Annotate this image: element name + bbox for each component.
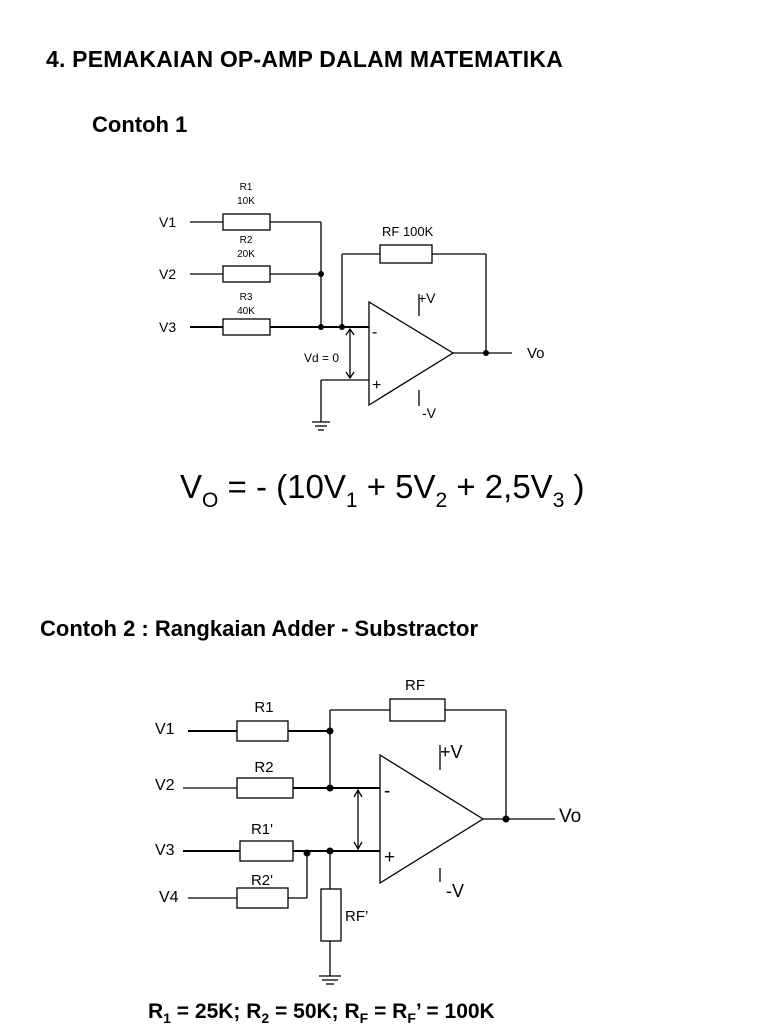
example-1-title: Contoh 1 [92, 112, 188, 137]
formula-1-term: + 5V [357, 468, 436, 505]
formula-2-term: = R [368, 1000, 408, 1023]
input-v3-label-2: V3 [155, 842, 175, 859]
formula-1-term: = - (10V [218, 468, 346, 505]
supply-positive-label-2: +V [440, 742, 463, 762]
formula-2-term: = 25K; R [170, 1000, 262, 1023]
resistor-rf-2 [389, 698, 446, 722]
formula-1-term: + 2,5V [447, 468, 553, 505]
inverting-input-sign-2: - [384, 781, 390, 802]
input-v4-label-2: V4 [159, 889, 179, 906]
formula-1-sub: 2 [435, 489, 448, 512]
resistor-r1-prime [239, 840, 294, 862]
formula-2: R1 = 25K; R2 = 50K; RF = RF’ = 100K [148, 1000, 495, 1026]
resistor-r1-2 [236, 720, 289, 742]
r2-prime-label: R2' [251, 872, 273, 889]
section-heading: 4. PEMAKAIAN OP-AMP DALAM MATEMATIKA [46, 46, 564, 72]
resistor-rf-prime [320, 888, 342, 942]
r1-prime-label: R1' [251, 821, 273, 838]
resistor-r2 [222, 265, 271, 283]
supply-negative-label-2: -V [446, 881, 464, 901]
formula-2-term: R [148, 1000, 164, 1023]
resistor-r1 [222, 213, 271, 231]
supply-negative-label: -V [422, 405, 437, 421]
input-v1-label-2: V1 [155, 721, 175, 738]
formula-1-sub: O [202, 489, 219, 512]
resistor-r3 [222, 318, 271, 336]
r1-name: R1 [240, 182, 253, 193]
r2-label-2: R2 [254, 759, 273, 776]
example-2-title: Contoh 2 : Rangkaian Adder - Substractor [40, 616, 479, 641]
op-amp-1 [368, 300, 455, 407]
input-v2-label-2: V2 [155, 777, 175, 794]
circuit-1: V1 V2 V3 R1 10K R2 20K R3 40K RF 100K - [159, 182, 545, 431]
rf-label: RF 100K [382, 224, 434, 239]
formula-1-sub: 1 [345, 489, 358, 512]
formula-2-sub: 2 [261, 1010, 270, 1026]
input-v3-label: V3 [159, 319, 176, 335]
formula-2-sub: 1 [163, 1010, 171, 1026]
formula-1-term: ) [564, 468, 585, 505]
output-label-2: Vo [559, 806, 581, 827]
vd-label: Vd = 0 [304, 351, 339, 365]
noninverting-input-sign-2: + [384, 847, 395, 868]
supply-positive-label: +V [418, 290, 436, 306]
r1-value: 10K [237, 196, 255, 207]
circuit-2: V1 V2 V3 V4 R1 R2 R1' R2' RF [155, 677, 581, 985]
noninverting-input-sign: + [372, 377, 381, 394]
inverting-input-sign: - [372, 324, 377, 341]
formula-2-term: ’ = 100K [415, 1000, 495, 1023]
rf-prime-label: RF’ [345, 908, 368, 925]
op-amp-2 [379, 753, 485, 885]
r3-name: R3 [240, 292, 253, 303]
r1-label-2: R1 [254, 699, 273, 716]
resistor-rf [379, 244, 433, 264]
rf-label-2: RF [405, 677, 425, 694]
formula-2-sub: F [407, 1010, 416, 1026]
formula-1-term: V [180, 468, 203, 505]
resistor-r2-prime [236, 887, 289, 909]
formula-2-sub: F [359, 1010, 369, 1026]
resistor-r2-2 [236, 777, 294, 799]
formula-1: VO = - (10V1 + 5V2 + 2,5V3 ) [180, 468, 585, 513]
formula-2-term: = 50K; R [269, 1000, 360, 1023]
r3-value: 40K [237, 306, 255, 317]
formula-1-sub: 3 [552, 489, 565, 512]
input-v1-label: V1 [159, 214, 176, 230]
r2-name: R2 [240, 235, 253, 246]
output-label: Vo [527, 345, 545, 362]
r2-value: 20K [237, 249, 255, 260]
input-v2-label: V2 [159, 266, 176, 282]
